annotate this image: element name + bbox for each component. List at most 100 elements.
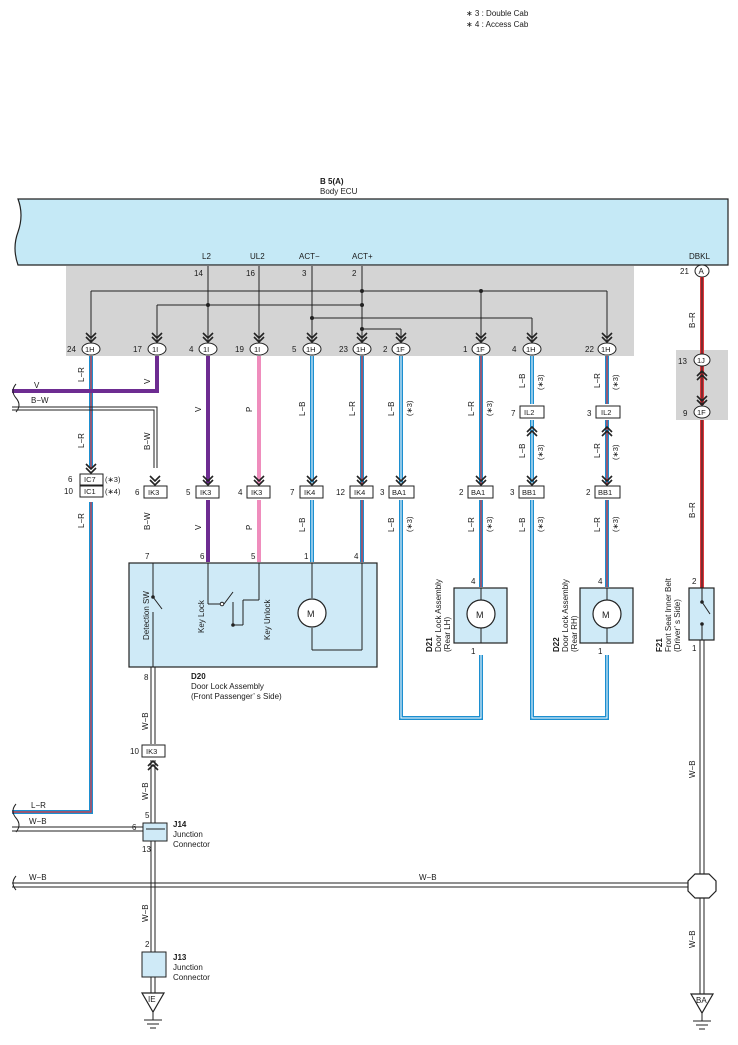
lbl-wb-3: W−B: [29, 817, 47, 826]
tc-pin-5: 23: [339, 345, 348, 354]
top-connector-row: 24 1H 17 1I 4 1I 19 1I 5 1H 23 1H 2 1F 1…: [67, 342, 617, 356]
d20-name: Door Lock Assembly: [191, 682, 264, 691]
rc-pin-9: 9: [683, 409, 688, 418]
d21-side: (Rear LH): [443, 617, 452, 652]
tc-oval-8: [522, 342, 542, 356]
ic1-note: (∗4): [105, 487, 121, 496]
lbl-wb-6: W−B: [141, 904, 150, 922]
torn-edges: [12, 383, 20, 891]
d21-pin-1: 1: [471, 647, 476, 656]
lbl-wb-4: W−B: [29, 873, 47, 882]
tc-oval-4: [302, 342, 322, 356]
harness-shade: [66, 266, 634, 356]
d20-pin-4: 4: [354, 552, 359, 561]
wire-labels: L−R V V P L−B L−R L−B (∗3) L−R (∗3) L−B …: [29, 312, 697, 948]
j14-box: [142, 822, 168, 842]
d20-ref: D20: [191, 672, 206, 681]
d20-pin-8: 8: [144, 673, 149, 682]
ic1-pin: 10: [64, 487, 73, 496]
lbl-lr-5: L−R: [77, 433, 86, 448]
wire-v-upper: [12, 356, 159, 393]
lbl-star-5: (∗3): [536, 444, 545, 460]
wire-bw: [12, 406, 158, 468]
mc-label-3: IK3: [200, 488, 211, 497]
f21-side: (Driver’ s Side): [673, 599, 682, 652]
right-connectors: 13 1J 9 1F: [678, 353, 711, 419]
ic7-label: IC7: [84, 475, 96, 484]
lbl-lr-9: L−R: [593, 517, 602, 532]
tc-pin-3: 19: [235, 345, 244, 354]
tc-conn-8: 1H: [526, 345, 536, 354]
mc-box-2: [143, 485, 168, 499]
il2-box-left: [519, 405, 545, 419]
wire-lb-401: [399, 356, 483, 720]
tc-pin-9: 22: [585, 345, 594, 354]
d20-side: (Front Passenger’ s Side): [191, 692, 282, 701]
lbl-v-2: V: [194, 406, 203, 412]
lbl-lb-6: L−B: [387, 518, 396, 532]
rc-oval-1f: [693, 405, 711, 419]
mc-box-4: [246, 485, 271, 499]
ground-ba-label: BA: [696, 996, 707, 1005]
lbl-bw-2: B−W: [143, 432, 152, 450]
ic-connectors: 6 IC7 (∗3) 10 IC1 (∗4): [64, 473, 121, 498]
mc-label-8: BA1: [471, 488, 485, 497]
ecu-name: Body ECU: [320, 187, 358, 196]
d21-name: Door Lock Assembly: [434, 579, 443, 652]
mc-label-5: IK4: [304, 488, 315, 497]
d20-pin-5: 5: [251, 552, 256, 561]
lbl-star-1: (∗3): [405, 400, 414, 416]
il2-box-right: [595, 405, 621, 419]
d22-assembly: M 4 1 D22 Door Lock Assembly (Rear RH): [552, 577, 634, 656]
d22-motor: M: [602, 610, 610, 620]
lbl-bw-1: B−W: [31, 396, 49, 405]
j14-pin-5: 5: [145, 811, 150, 820]
il2-label-right: IL2: [601, 408, 611, 417]
tc-oval-3: [249, 342, 269, 356]
mc-pin-4: 4: [238, 488, 243, 497]
lbl-br-2: B−R: [688, 502, 697, 518]
il2-pin-7: 7: [511, 409, 516, 418]
d22-ref: D22: [552, 637, 561, 652]
lbl-lr-4: L−R: [593, 373, 602, 388]
tc-pin-0: 24: [67, 345, 76, 354]
mc-pin-10: 2: [586, 488, 591, 497]
ecu-ref: B 5(A): [320, 177, 344, 186]
mc-box-7: [388, 485, 415, 499]
lbl-v-3: V: [34, 381, 40, 390]
j13-name: Junction: [173, 963, 203, 972]
rc-conn-1j: 1J: [697, 356, 705, 365]
ecu-pin-3: 3: [302, 269, 307, 278]
d20-label-detection: Detection SW: [142, 591, 151, 640]
wire-wb-right: [699, 640, 705, 995]
mc-pin-6: 12: [336, 488, 345, 497]
splice-point: [687, 873, 717, 899]
tc-pin-7: 1: [463, 345, 468, 354]
ik3-lower-pin: 10: [130, 747, 139, 756]
f21-pin-1: 1: [692, 644, 697, 653]
rc-conn-1f: 1F: [697, 408, 706, 417]
tc-pin-6: 2: [383, 345, 388, 354]
j13-junction: 2 J13 Junction Connector: [141, 940, 210, 982]
ecu-signal-ul2: UL2: [250, 252, 265, 261]
j13-ref: J13: [173, 953, 187, 962]
mc-box-8: [467, 485, 494, 499]
d22-side: (Rear RH): [570, 615, 579, 652]
j13-name2: Connector: [173, 973, 210, 982]
tc-conn-1: 1I: [152, 345, 158, 354]
mc-pin-9: 3: [510, 488, 515, 497]
lbl-wb-8: W−B: [688, 930, 697, 948]
tc-oval-7: [471, 342, 491, 356]
mc-label-6: IK4: [354, 488, 365, 497]
lbl-star-2: (∗3): [485, 400, 494, 416]
d21-ref: D21: [425, 637, 434, 652]
tc-oval-0: [81, 342, 101, 356]
j14-ref: J14: [173, 820, 187, 829]
ecu-signal-dbkl: DBKL: [689, 252, 710, 261]
ground-ba: BA: [689, 993, 715, 1030]
d22-pin-1: 1: [598, 647, 603, 656]
j13-box: [141, 951, 167, 978]
mc-label-10: BB1: [598, 488, 612, 497]
lbl-lr-6: L−R: [593, 443, 602, 458]
ic1-label: IC1: [84, 487, 96, 496]
